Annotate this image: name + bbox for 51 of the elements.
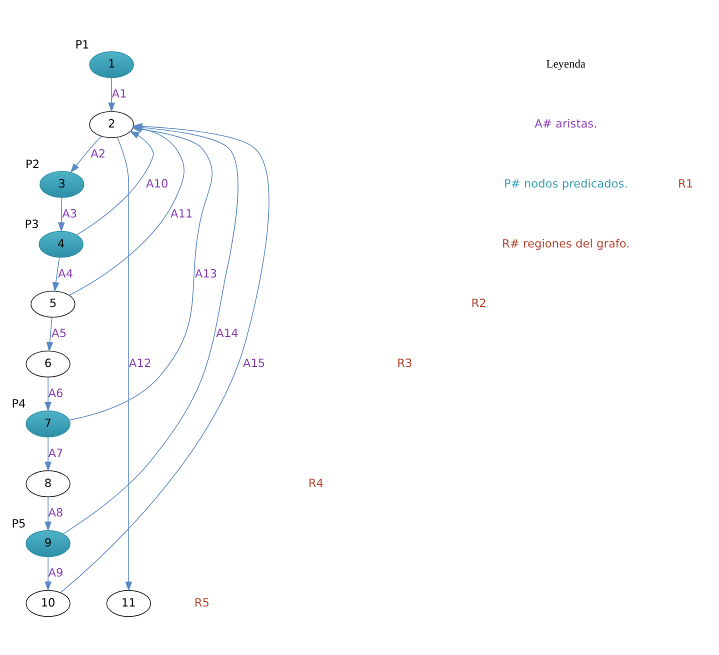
edge-label: A4 xyxy=(58,266,74,280)
edge-label: A12 xyxy=(128,356,152,370)
edge-label: A15 xyxy=(242,356,266,370)
label: R2 xyxy=(471,296,486,310)
node-ellipse: 10 xyxy=(26,590,70,616)
edge-label: A13 xyxy=(194,266,218,280)
arrow xyxy=(46,316,54,352)
arrow xyxy=(44,556,52,591)
arrow xyxy=(108,77,115,112)
arrow xyxy=(116,136,132,591)
node-ellipse: 7 xyxy=(26,410,70,437)
arrow xyxy=(44,436,52,472)
label: R1 xyxy=(678,176,694,190)
edge-label: A10 xyxy=(146,176,168,190)
node-ellipse: 6 xyxy=(26,350,70,377)
node-label: P3 xyxy=(24,216,39,230)
node-label: P4 xyxy=(12,396,26,410)
node-label: P5 xyxy=(12,516,26,530)
arrow xyxy=(44,376,52,412)
edge-label: A6 xyxy=(48,385,64,400)
arrow xyxy=(76,130,154,235)
edge-label: A2 xyxy=(90,146,106,160)
label: R4 xyxy=(308,475,324,490)
node-label: P2 xyxy=(26,156,40,171)
edge-label: A1 xyxy=(112,86,127,100)
node-ellipse: 9 xyxy=(26,530,70,557)
arrow xyxy=(52,256,60,292)
edge-label: A9 xyxy=(48,565,64,580)
legend-label: A# aristas. xyxy=(534,116,598,130)
node-ellipse: 2 xyxy=(89,110,134,138)
node-ellipse: 1 xyxy=(89,50,134,78)
label: Leyenda xyxy=(546,58,586,70)
node-ellipse: 8 xyxy=(26,470,70,497)
edge-label: A11 xyxy=(170,206,193,220)
node-ellipse: 4 xyxy=(38,230,84,258)
legend-label: P# nodos predicados. xyxy=(504,176,628,190)
node-ellipse: 11 xyxy=(106,590,152,616)
node-label: P1 xyxy=(75,36,90,51)
node-ellipse: 5 xyxy=(30,290,76,318)
label: R3 xyxy=(397,356,412,370)
edge-label: A3 xyxy=(62,206,78,220)
label: R5 xyxy=(194,595,210,610)
edge-label: A8 xyxy=(48,505,64,520)
edge-label: A7 xyxy=(48,445,64,460)
arrow xyxy=(58,196,65,232)
edge-label: A5 xyxy=(52,326,67,340)
edge-label: A14 xyxy=(216,326,238,340)
arrow xyxy=(70,136,102,173)
node-ellipse: 3 xyxy=(40,170,84,198)
arrow xyxy=(44,496,52,531)
legend-label: R# regiones del grafo. xyxy=(502,236,630,250)
